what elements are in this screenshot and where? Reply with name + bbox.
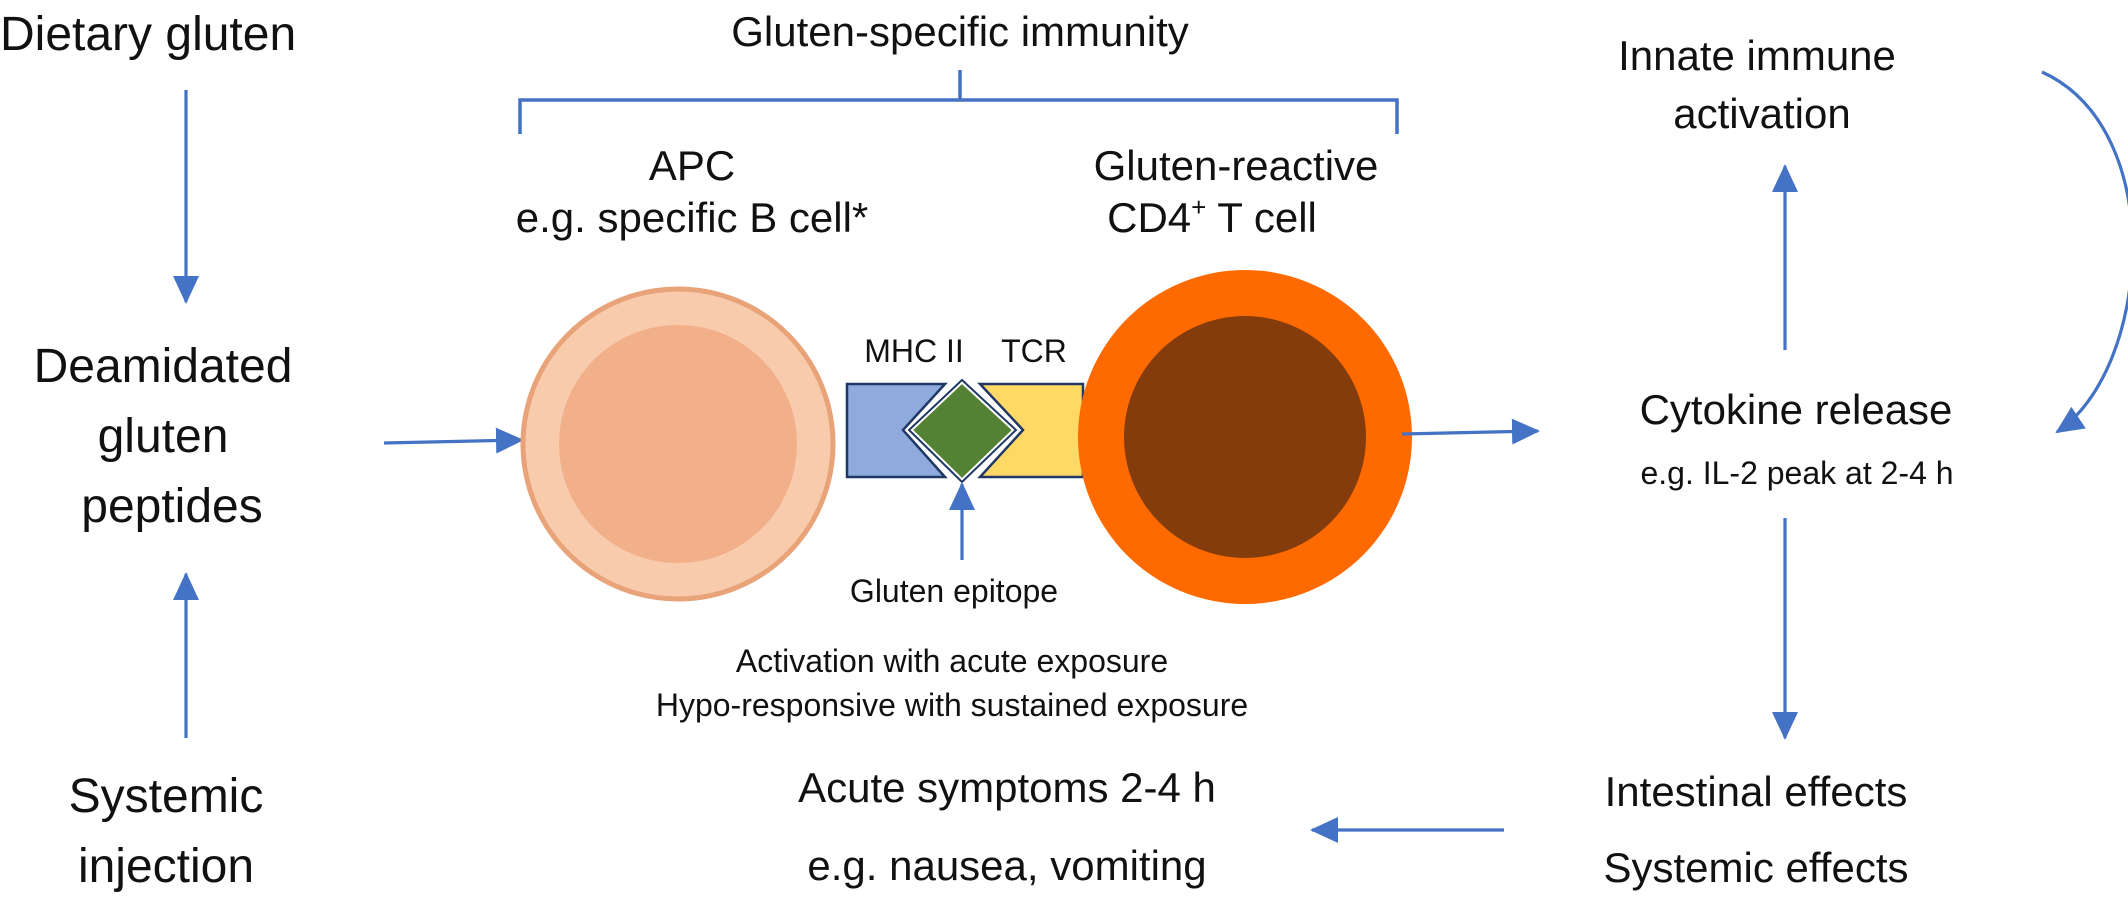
dietary-gluten-label: Dietary gluten	[0, 8, 296, 61]
apc-label: APC e.g. specific B cell*	[516, 142, 869, 241]
deamidated-line-3: peptides	[81, 480, 262, 533]
apc-cell	[520, 286, 836, 602]
tcell	[1078, 270, 1412, 604]
mhc-ii-molecule	[845, 382, 948, 479]
deamidated-line-2: gluten	[98, 410, 229, 463]
tcell-label: Gluten-reactive CD4+ T cell	[1094, 142, 1379, 241]
systemic-effects-text: Systemic effects	[1604, 844, 1909, 891]
systemic-line-1: Systemic	[69, 770, 264, 823]
tcell-label-line-1: Gluten-reactive	[1094, 142, 1379, 189]
effects-label: Intestinal effects Systemic effects	[1604, 768, 1909, 891]
cd4-superscript: +	[1191, 192, 1206, 222]
tcr-molecule	[977, 382, 1085, 479]
acute-symptoms-line-1: Acute symptoms 2-4 h	[798, 764, 1216, 811]
exposure-note-acute: Activation with acute exposure	[736, 643, 1168, 679]
systemic-line-2: injection	[78, 840, 254, 893]
acute-symptoms-line-2: e.g. nausea, vomiting	[807, 842, 1206, 889]
feedback-loop-arrow	[2041, 70, 2128, 434]
deamidated-peptides-label: Deamidated gluten peptides	[34, 340, 293, 533]
mhc-ii-label: MHC II	[864, 333, 964, 369]
innate-line-2: activation	[1673, 90, 1850, 137]
receptor-complex	[845, 375, 1085, 487]
apc-label-line-1: APC	[649, 142, 735, 189]
systemic-injection-label: Systemic injection	[69, 770, 264, 893]
intestinal-effects-text: Intestinal effects	[1605, 768, 1908, 815]
innate-immune-label: Innate immune activation	[1618, 32, 1896, 137]
acute-symptoms-label: Acute symptoms 2-4 h e.g. nausea, vomiti…	[798, 764, 1216, 889]
cytokine-line-2: e.g. IL-2 peak at 2-4 h	[1640, 455, 1953, 491]
innate-line-1: Innate immune	[1618, 32, 1896, 79]
tcell-suffix-text: T cell	[1206, 194, 1317, 241]
gluten-epitope-label: Gluten epitope	[850, 573, 1058, 609]
tcell-nucleus	[1124, 316, 1366, 558]
deamidated-line-1: Deamidated	[34, 340, 293, 393]
cytokine-line-1: Cytokine release	[1640, 386, 1953, 433]
tcr-label: TCR	[1001, 333, 1067, 369]
arrow-peptides-to-apc	[383, 427, 524, 454]
exposure-note-sustained: Hypo-responsive with sustained exposure	[656, 687, 1248, 723]
apc-label-line-2: e.g. specific B cell*	[516, 194, 869, 241]
cytokine-release-label: Cytokine release e.g. IL-2 peak at 2-4 h	[1640, 386, 1954, 491]
arrow-tcell-to-cytokine	[1401, 418, 1540, 445]
tcell-label-line-2: CD4+ T cell	[1107, 192, 1317, 241]
gluten-specific-immunity-title: Gluten-specific immunity	[731, 8, 1188, 55]
cd4-text: CD4	[1107, 194, 1191, 241]
immunity-bracket	[518, 70, 1399, 134]
apc-nucleus	[559, 325, 797, 563]
exposure-notes: Activation with acute exposure Hypo-resp…	[656, 643, 1248, 723]
